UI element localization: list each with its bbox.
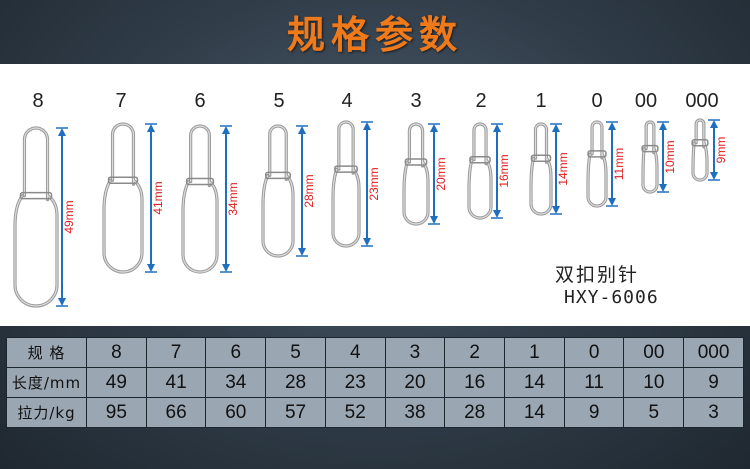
dimension-label: 16mm (497, 154, 511, 187)
table-cell: 3 (683, 397, 744, 428)
table-cell: 8 (86, 337, 147, 368)
snap-pin (181, 124, 219, 274)
table-cell: 34 (205, 367, 267, 398)
dimension-label: 20mm (434, 157, 448, 190)
size-label: 4 (341, 90, 353, 112)
size-label: 00 (634, 90, 658, 112)
table-cell: 1 (504, 337, 565, 368)
table-cell: 20 (384, 367, 446, 398)
table-cell: 16 (444, 367, 506, 398)
dimension-arrow (296, 125, 308, 257)
product-name: 双扣别针 (555, 264, 640, 286)
table-cell: 38 (384, 397, 446, 428)
snap-pins-illustration: 49mm 41mm 34mm 28mm 23mm 20mm 16mm 14mm 11mm 10mm… (13, 118, 728, 308)
header: 规格参数 (0, 0, 750, 62)
size-label: 3 (410, 90, 422, 112)
snap-pin (641, 120, 659, 194)
dimension-label: 11mm (612, 148, 626, 180)
dimension-label: 49mm (62, 200, 76, 233)
table-cell: 28 (265, 367, 326, 398)
table-cell: 4 (324, 337, 386, 368)
table-cell: 60 (205, 397, 267, 428)
table-cell: 66 (145, 397, 207, 428)
size-label: 5 (273, 90, 285, 112)
row-header: 拉力/kg (6, 397, 87, 428)
table-cell: 28 (444, 397, 506, 428)
table-cell: 14 (504, 367, 565, 398)
dimension-label: 9mm (714, 137, 728, 164)
table-cell: 5 (623, 397, 685, 428)
size-label: 000 (685, 90, 719, 112)
dimension-label: 10mm (663, 140, 677, 173)
table-cell: 5 (265, 337, 326, 368)
dimension-label: 34mm (226, 182, 240, 215)
dimension-arrow (606, 121, 618, 207)
table-cell: 49 (86, 367, 147, 398)
size-label: 2 (475, 90, 487, 112)
row-header: 规 格 (6, 337, 87, 368)
table-cell: 11 (563, 367, 625, 398)
row-header: 长度/mm (6, 367, 87, 398)
table-cell: 52 (324, 397, 386, 428)
table-cell: 6 (205, 337, 267, 368)
dimension-label: 41mm (151, 181, 165, 214)
table-cell: 10 (623, 367, 685, 398)
dimension-arrow (708, 119, 720, 181)
dimension-arrow (428, 123, 440, 225)
table-cell: 23 (324, 367, 386, 398)
size-label: 8 (32, 90, 44, 112)
table-cell: 000 (683, 337, 744, 368)
page-title: 规格参数 (286, 12, 463, 57)
size-label: 1 (535, 90, 547, 112)
snap-pin (13, 126, 59, 308)
table-cell: 95 (86, 397, 147, 428)
size-label: 0 (591, 90, 603, 112)
dimension-arrow (491, 123, 503, 219)
table-cell: 7 (145, 337, 207, 368)
dimension-label: 23mm (367, 167, 381, 200)
table-cell: 2 (444, 337, 506, 368)
table-cell: 9 (683, 367, 744, 398)
dimension-arrow (145, 123, 157, 273)
table-cell: 0 (563, 337, 625, 368)
dimension-arrow (550, 123, 562, 215)
snap-pin (586, 120, 608, 208)
snap-pin (402, 122, 430, 226)
dimension-arrow (657, 121, 669, 193)
snap-pin (102, 122, 144, 274)
table-cell: 9 (563, 397, 625, 428)
dimension-arrow (361, 121, 373, 247)
table-cell: 57 (265, 397, 326, 428)
snap-pin (261, 124, 295, 258)
dimension-arrow (220, 125, 232, 273)
snap-pin (691, 118, 709, 182)
snap-pin (467, 122, 493, 220)
snap-pin (331, 120, 361, 248)
size-label: 7 (115, 90, 127, 112)
table-cell: 14 (504, 397, 565, 428)
dimension-label: 14mm (556, 152, 570, 185)
dimension-arrow (56, 127, 68, 307)
dimension-label: 28mm (302, 174, 316, 207)
product-code: HXY-6006 (564, 287, 659, 308)
snap-pin (529, 122, 553, 216)
table-cell: 3 (384, 337, 446, 368)
size-label: 6 (194, 90, 206, 112)
table-cell: 41 (145, 367, 207, 398)
table-cell: 00 (623, 337, 685, 368)
